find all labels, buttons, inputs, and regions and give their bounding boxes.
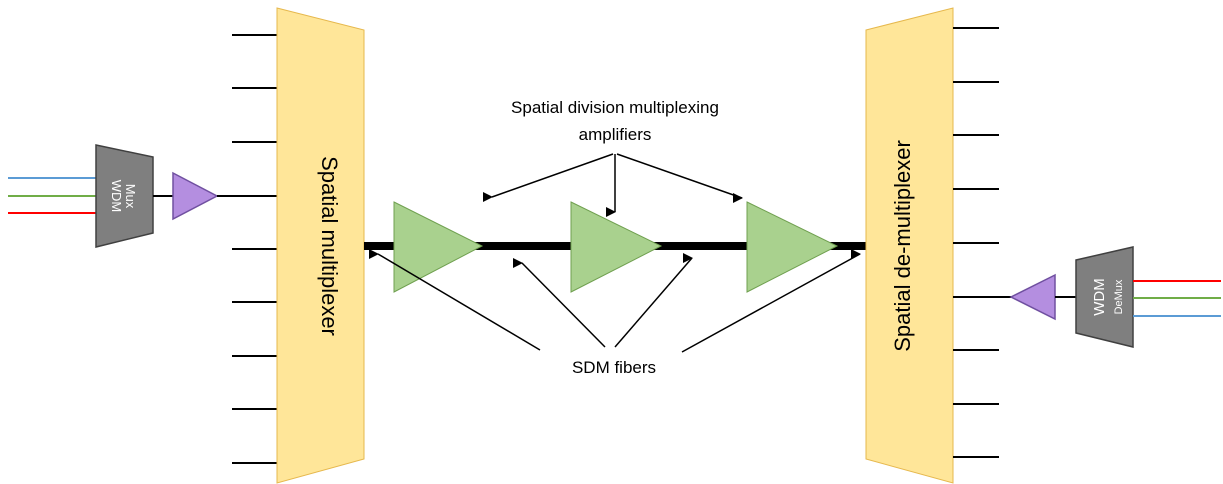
input-booster-amplifier-icon <box>172 171 219 221</box>
wdm-mux-label-2: Mux <box>123 184 138 209</box>
input-wavelength-lines <box>8 177 96 214</box>
arrow-to-fiber-4 <box>681 249 861 353</box>
arrow-to-fiber-2 <box>513 258 606 348</box>
wdm-demux-trapezoid-icon <box>1075 246 1134 348</box>
wdm-mux-trapezoid-icon <box>95 144 154 248</box>
spatial-mux-trapezoid-icon <box>276 7 365 484</box>
spatial-multiplexer: Spatial multiplexer <box>276 7 365 484</box>
sdm-amplifiers-label-line-1: Spatial division multiplexing <box>511 98 719 117</box>
sdm-amplifier-3-icon <box>746 201 839 293</box>
sdm-amplifiers-annotation: Spatial division multiplexing amplifiers <box>483 98 743 217</box>
arrow-to-amplifier-1 <box>483 153 614 202</box>
wdm-mux-label-1: WDM <box>109 180 124 213</box>
spatial-demux-label: Spatial de-multiplexer <box>890 140 915 352</box>
wdm-mux: WDM Mux <box>95 144 154 248</box>
sdm-amplifiers <box>393 201 839 293</box>
spatial-demux-output-ports <box>953 27 999 458</box>
wdm-demux: WDM DeMux <box>1075 246 1134 348</box>
sdm-amplifiers-label-line-2: amplifiers <box>579 125 652 144</box>
preamplifier-icon <box>1009 273 1056 321</box>
arrow-to-fiber-1 <box>369 249 541 351</box>
spatial-demux-trapezoid-icon <box>865 7 954 484</box>
spatial-mux-label: Spatial multiplexer <box>317 156 342 336</box>
sdm-fibers-label: SDM fibers <box>572 358 656 377</box>
sdm-amplifier-2-icon <box>570 201 663 293</box>
sdm-amplifier-1-icon <box>393 201 484 293</box>
sdm-fibers-annotation: SDM fibers <box>369 249 861 377</box>
spatial-demultiplexer: Spatial de-multiplexer <box>865 7 954 484</box>
wdm-demux-label-1: WDM <box>1091 278 1108 316</box>
arrow-to-fiber-3 <box>614 253 693 348</box>
output-wavelength-lines <box>1133 280 1221 317</box>
arrow-to-amplifier-3 <box>616 153 743 203</box>
wdm-demux-label-2: DeMux <box>1113 279 1125 314</box>
